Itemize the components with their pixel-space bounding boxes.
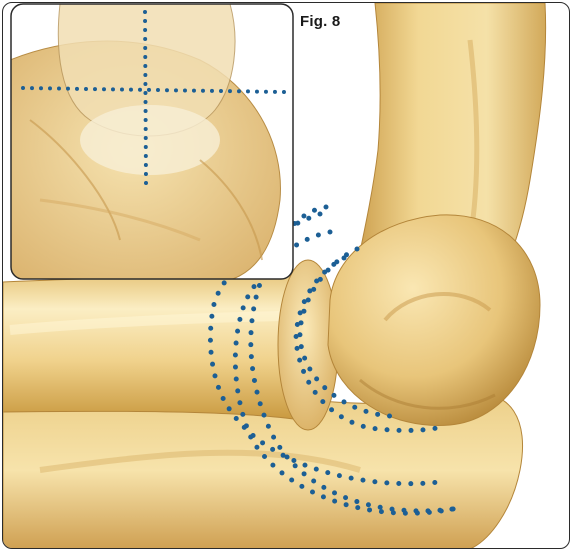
radius-shaft (3, 272, 319, 420)
figure-label: Fig. 8 (300, 13, 340, 30)
inset-panel (10, 4, 293, 280)
humeral-condyle (328, 215, 540, 426)
